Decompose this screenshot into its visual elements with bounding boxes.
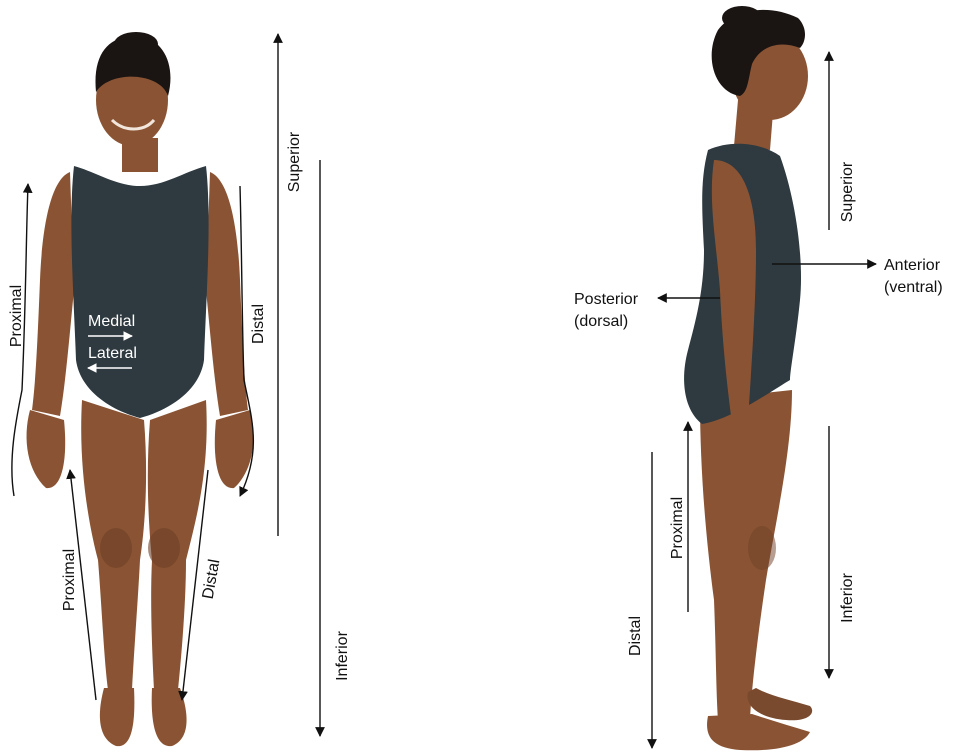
front-body-illustration: [27, 32, 254, 746]
front-leg-distal-label: Distal: [200, 558, 224, 600]
front-arm-proximal-label: Proximal: [8, 285, 25, 347]
side-proximal-label: Proximal: [669, 497, 686, 559]
lateral-view-figure: Superior Inferior Anterior (ventral) Pos…: [574, 6, 943, 750]
front-medial-label: Medial: [88, 313, 135, 330]
side-posterior-alt-label: (dorsal): [574, 313, 628, 330]
anterior-view-figure: Superior Inferior Proximal Distal Proxim…: [8, 32, 351, 746]
front-leg-proximal-label: Proximal: [61, 549, 78, 611]
side-anterior-label: Anterior: [884, 257, 941, 274]
front-lateral-label: Lateral: [88, 345, 137, 362]
side-distal-label: Distal: [627, 616, 644, 656]
front-superior-label: Superior: [286, 131, 303, 192]
side-body-illustration: [684, 6, 812, 750]
side-posterior-label: Posterior: [574, 291, 639, 308]
side-superior-label: Superior: [839, 161, 856, 222]
front-inferior-label: Inferior: [334, 630, 351, 680]
side-anterior-alt-label: (ventral): [884, 279, 943, 296]
front-arm-distal-label: Distal: [250, 304, 267, 344]
side-inferior-label: Inferior: [839, 572, 856, 622]
